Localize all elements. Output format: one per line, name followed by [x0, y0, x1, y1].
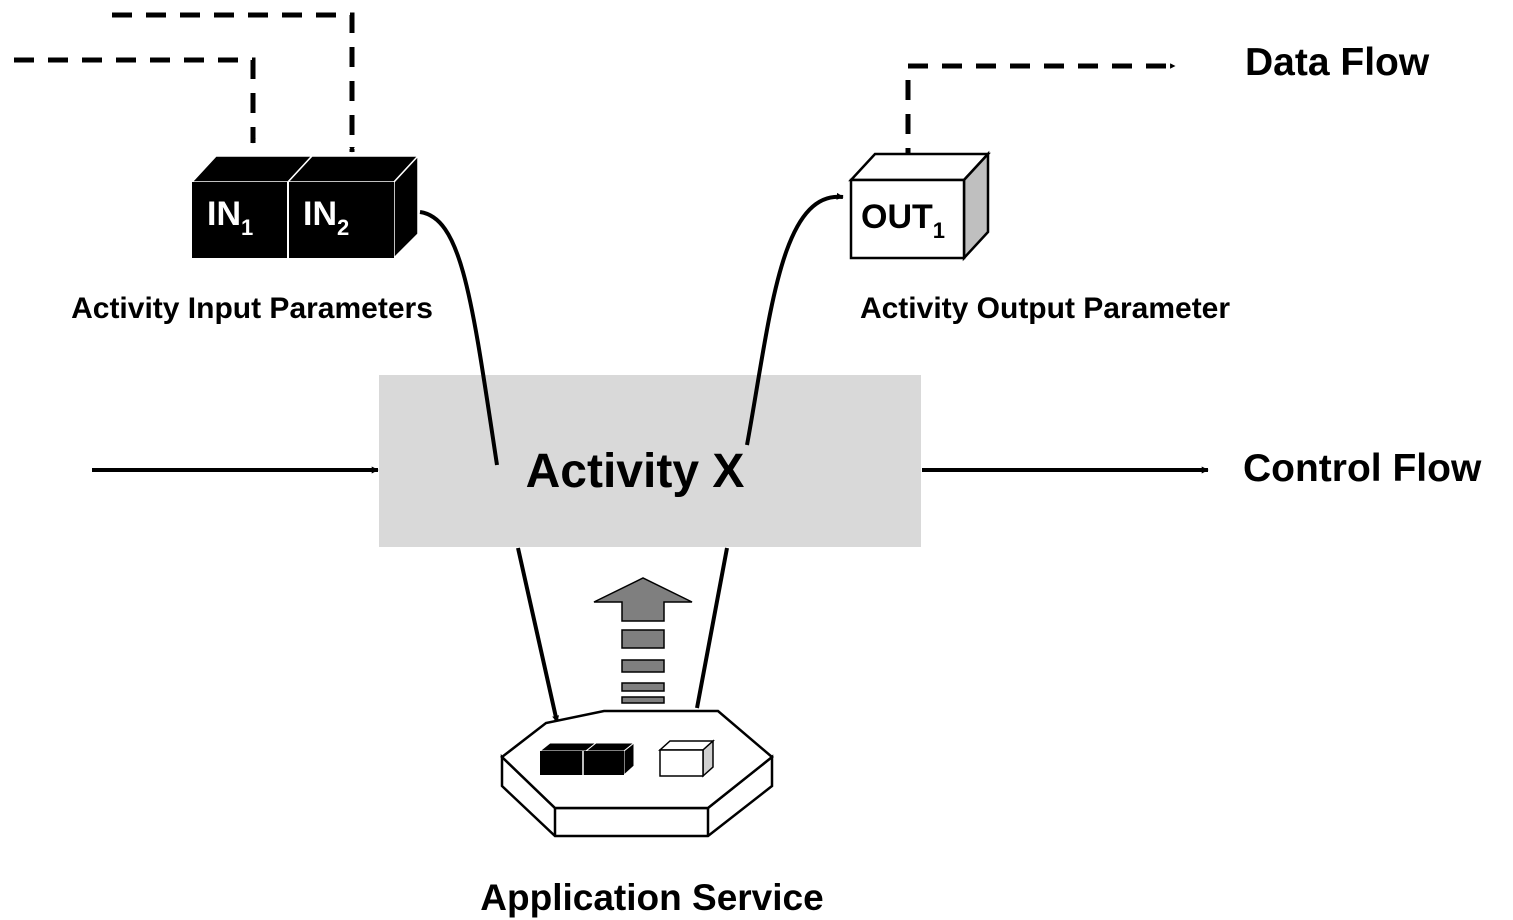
input-param-2-label: IN2 — [303, 195, 349, 240]
control-flow-legend: Control Flow — [1243, 447, 1482, 490]
service-output-param-mini — [658, 739, 715, 778]
input-parameters-block — [190, 154, 420, 260]
input-parameters-caption: Activity Input Parameters — [71, 292, 433, 325]
activity-box — [379, 375, 921, 547]
output-parameter-caption: Activity Output Parameter — [860, 292, 1230, 325]
service-input-params-mini — [538, 741, 636, 777]
data-flow-in-1-arrow — [14, 57, 256, 144]
data-flow-in-2-arrow — [112, 12, 355, 153]
application-service-label: Application Service — [480, 877, 823, 918]
output-param-label: OUT1 — [861, 198, 945, 243]
output-parameter-block — [848, 150, 991, 262]
data-flow-out-arrow — [905, 63, 1176, 168]
data-flow-legend: Data Flow — [1245, 41, 1430, 84]
activity-to-output-arrow — [745, 192, 844, 446]
return-up-arrow — [593, 577, 693, 704]
input-param-1-label: IN1 — [207, 195, 253, 240]
input-to-activity-connector — [419, 210, 499, 466]
activity-to-service-arrow — [516, 547, 560, 723]
activity-label: Activity X — [526, 445, 745, 498]
application-service-platform — [500, 709, 774, 838]
service-to-activity-line — [695, 547, 729, 709]
